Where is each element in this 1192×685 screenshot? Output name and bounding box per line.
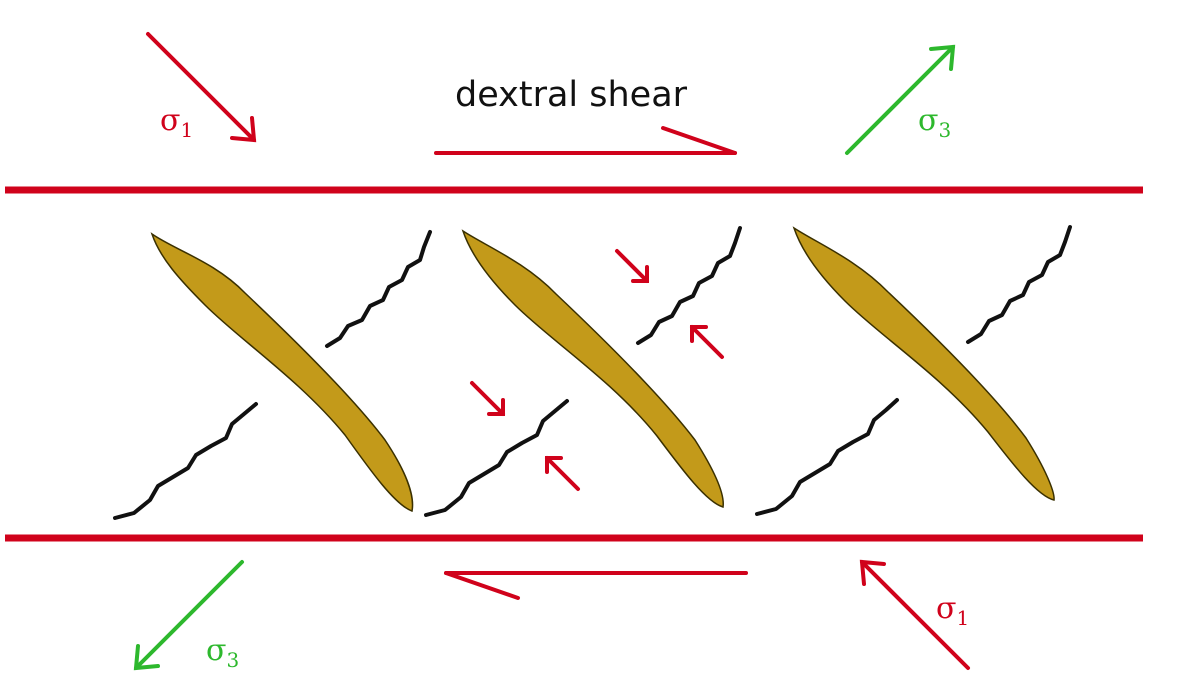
sigma3-arrow-top-right xyxy=(845,44,956,155)
small-arrow-4 xyxy=(545,456,580,491)
fracture-1-upper xyxy=(325,230,432,348)
sigma1-arrow-top-left xyxy=(146,32,257,143)
shear-sense-arrow-bottom xyxy=(444,571,748,600)
vein-2 xyxy=(461,229,724,508)
fracture-2-upper xyxy=(636,226,742,345)
fracture-1-lower xyxy=(113,402,258,520)
vein-3 xyxy=(792,226,1055,501)
sigma3-label-top-right: σ3 xyxy=(918,103,951,142)
fracture-3-upper xyxy=(966,225,1072,344)
shear-sense-arrow-top xyxy=(434,126,737,155)
sigma3-label-bottom-left: σ3 xyxy=(206,633,239,672)
small-arrow-1 xyxy=(615,249,649,283)
sigma1-label-bottom-right: σ1 xyxy=(936,591,969,630)
sigma1-arrow-bottom-right xyxy=(859,559,970,670)
compression-arrows-small xyxy=(470,249,724,491)
fracture-2-lower xyxy=(424,399,569,517)
fractures xyxy=(113,225,1072,520)
diagram-title: dextral shear xyxy=(455,75,688,115)
sigma3-arrow-bottom-left xyxy=(133,560,244,671)
small-arrow-3 xyxy=(470,381,505,416)
fracture-3-lower xyxy=(755,398,899,516)
vein-1 xyxy=(150,232,414,513)
sigma1-label-top-left: σ1 xyxy=(160,103,193,142)
small-arrow-2 xyxy=(690,325,724,359)
